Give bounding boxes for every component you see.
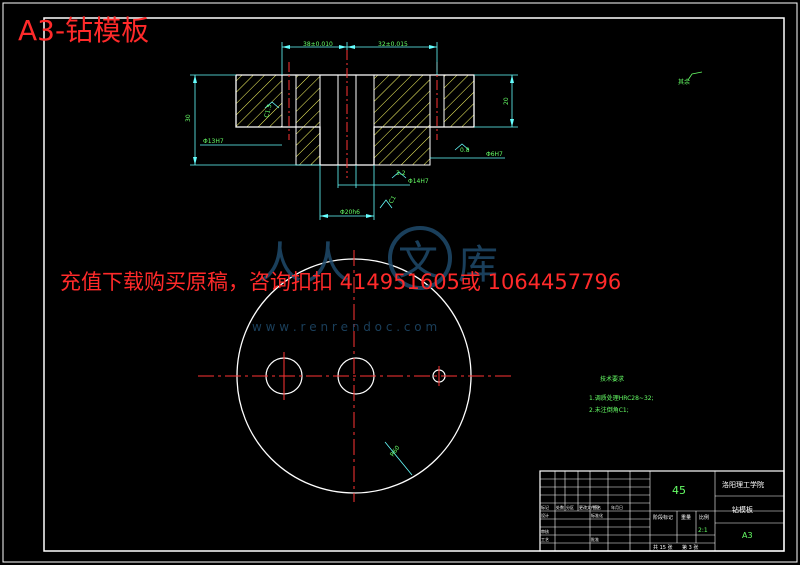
tb-sheet-no: 第 3 张 <box>682 544 698 551</box>
section-view: 38±0.010 32±0.015 30 20 Φ13H7 Φ6H7 Φ14H7… <box>185 41 703 220</box>
body-hatch-left <box>295 74 321 166</box>
plan-radius: R60 <box>389 444 402 458</box>
flange-hatch-left <box>235 74 283 128</box>
dim-hole-left: Φ13H7 <box>203 138 224 145</box>
chamfer-right: 0.8 <box>460 147 470 154</box>
tb-scale: 比例 <box>699 514 709 521</box>
title-block: 45 洛阳理工学院 钻模板 A3 阶段标记 重量 比例 2:1 共 15 张 第… <box>539 470 785 552</box>
tb-label-zone: 分区 <box>566 504 574 510</box>
tb-stage: 阶段标记 <box>653 514 673 521</box>
dimension-lines <box>190 42 518 220</box>
dim-top-right: 32±0.015 <box>378 41 408 48</box>
tb-total-sheets: 共 15 张 <box>653 544 673 551</box>
flange-hatch-right <box>443 74 475 128</box>
tb-approve: 批准 <box>591 536 599 542</box>
body-hatch-right <box>373 74 431 166</box>
chamfer-mid: 3.2 <box>396 170 406 177</box>
tb-material: 45 <box>672 484 686 497</box>
svg-text:其余: 其余 <box>678 78 690 86</box>
radius-leader <box>384 441 413 476</box>
tb-scale-value: 2:1 <box>698 527 708 534</box>
dimension-arrows <box>193 45 514 218</box>
svg-text:库: 库 <box>458 242 498 288</box>
inner-border <box>43 17 785 552</box>
watermark-logo: 人 人 文 库 w w w . r e n r e n d o c . c o … <box>252 226 498 334</box>
promo-overlay: 充值下载购买原稿，咨询扣扣 414951605或 1064457796 <box>60 270 621 294</box>
dim-left-height: 30 <box>185 114 192 122</box>
svg-text:文: 文 <box>398 238 438 284</box>
dim-hole-right: Φ6H7 <box>486 151 503 158</box>
tb-check: 审核 <box>541 528 549 534</box>
tb-part-name: 钻模板 <box>732 505 753 514</box>
tb-design: 设计 <box>541 512 549 518</box>
roughness-note: 其余 <box>678 71 703 86</box>
dim-bottom-bore: Φ14H7 <box>408 178 429 185</box>
tech-title: 技术要求 <box>600 375 624 383</box>
tb-label-date: 年月日 <box>611 504 623 510</box>
dim-right-height: 20 <box>503 97 510 105</box>
watermark-url: w w w . r e n r e n d o c . c o m <box>252 320 437 334</box>
sheet-title: A3-钻模板 <box>18 14 149 47</box>
tb-label-count: 处数 <box>556 504 564 510</box>
chamfer-bottom: C1 <box>388 194 398 205</box>
dim-top-left: 38±0.010 <box>303 41 333 48</box>
tb-process: 工艺 <box>541 537 549 542</box>
tech-item-2: 2.未注倒角C1; <box>589 406 629 414</box>
tb-label-sign: 签名 <box>593 504 601 510</box>
tb-school: 洛阳理工学院 <box>722 480 764 489</box>
tech-item-1: 1.调质处理HRC28~32; <box>589 394 654 402</box>
tb-label-mark: 标记 <box>541 504 549 510</box>
tb-weight: 重量 <box>681 514 691 521</box>
svg-text:人: 人 <box>306 238 350 289</box>
tb-label-change: 更改文件号 <box>579 504 599 510</box>
chamfer-left: C1.5 <box>263 103 273 118</box>
dim-bottom-width: Φ20h6 <box>340 209 360 216</box>
tb-std: 标准化 <box>591 512 603 518</box>
tb-sheet-size: A3 <box>742 531 753 540</box>
tech-requirements: 技术要求 1.调质处理HRC28~32; 2.未注倒角C1; <box>589 375 654 414</box>
svg-text:人: 人 <box>258 238 302 289</box>
